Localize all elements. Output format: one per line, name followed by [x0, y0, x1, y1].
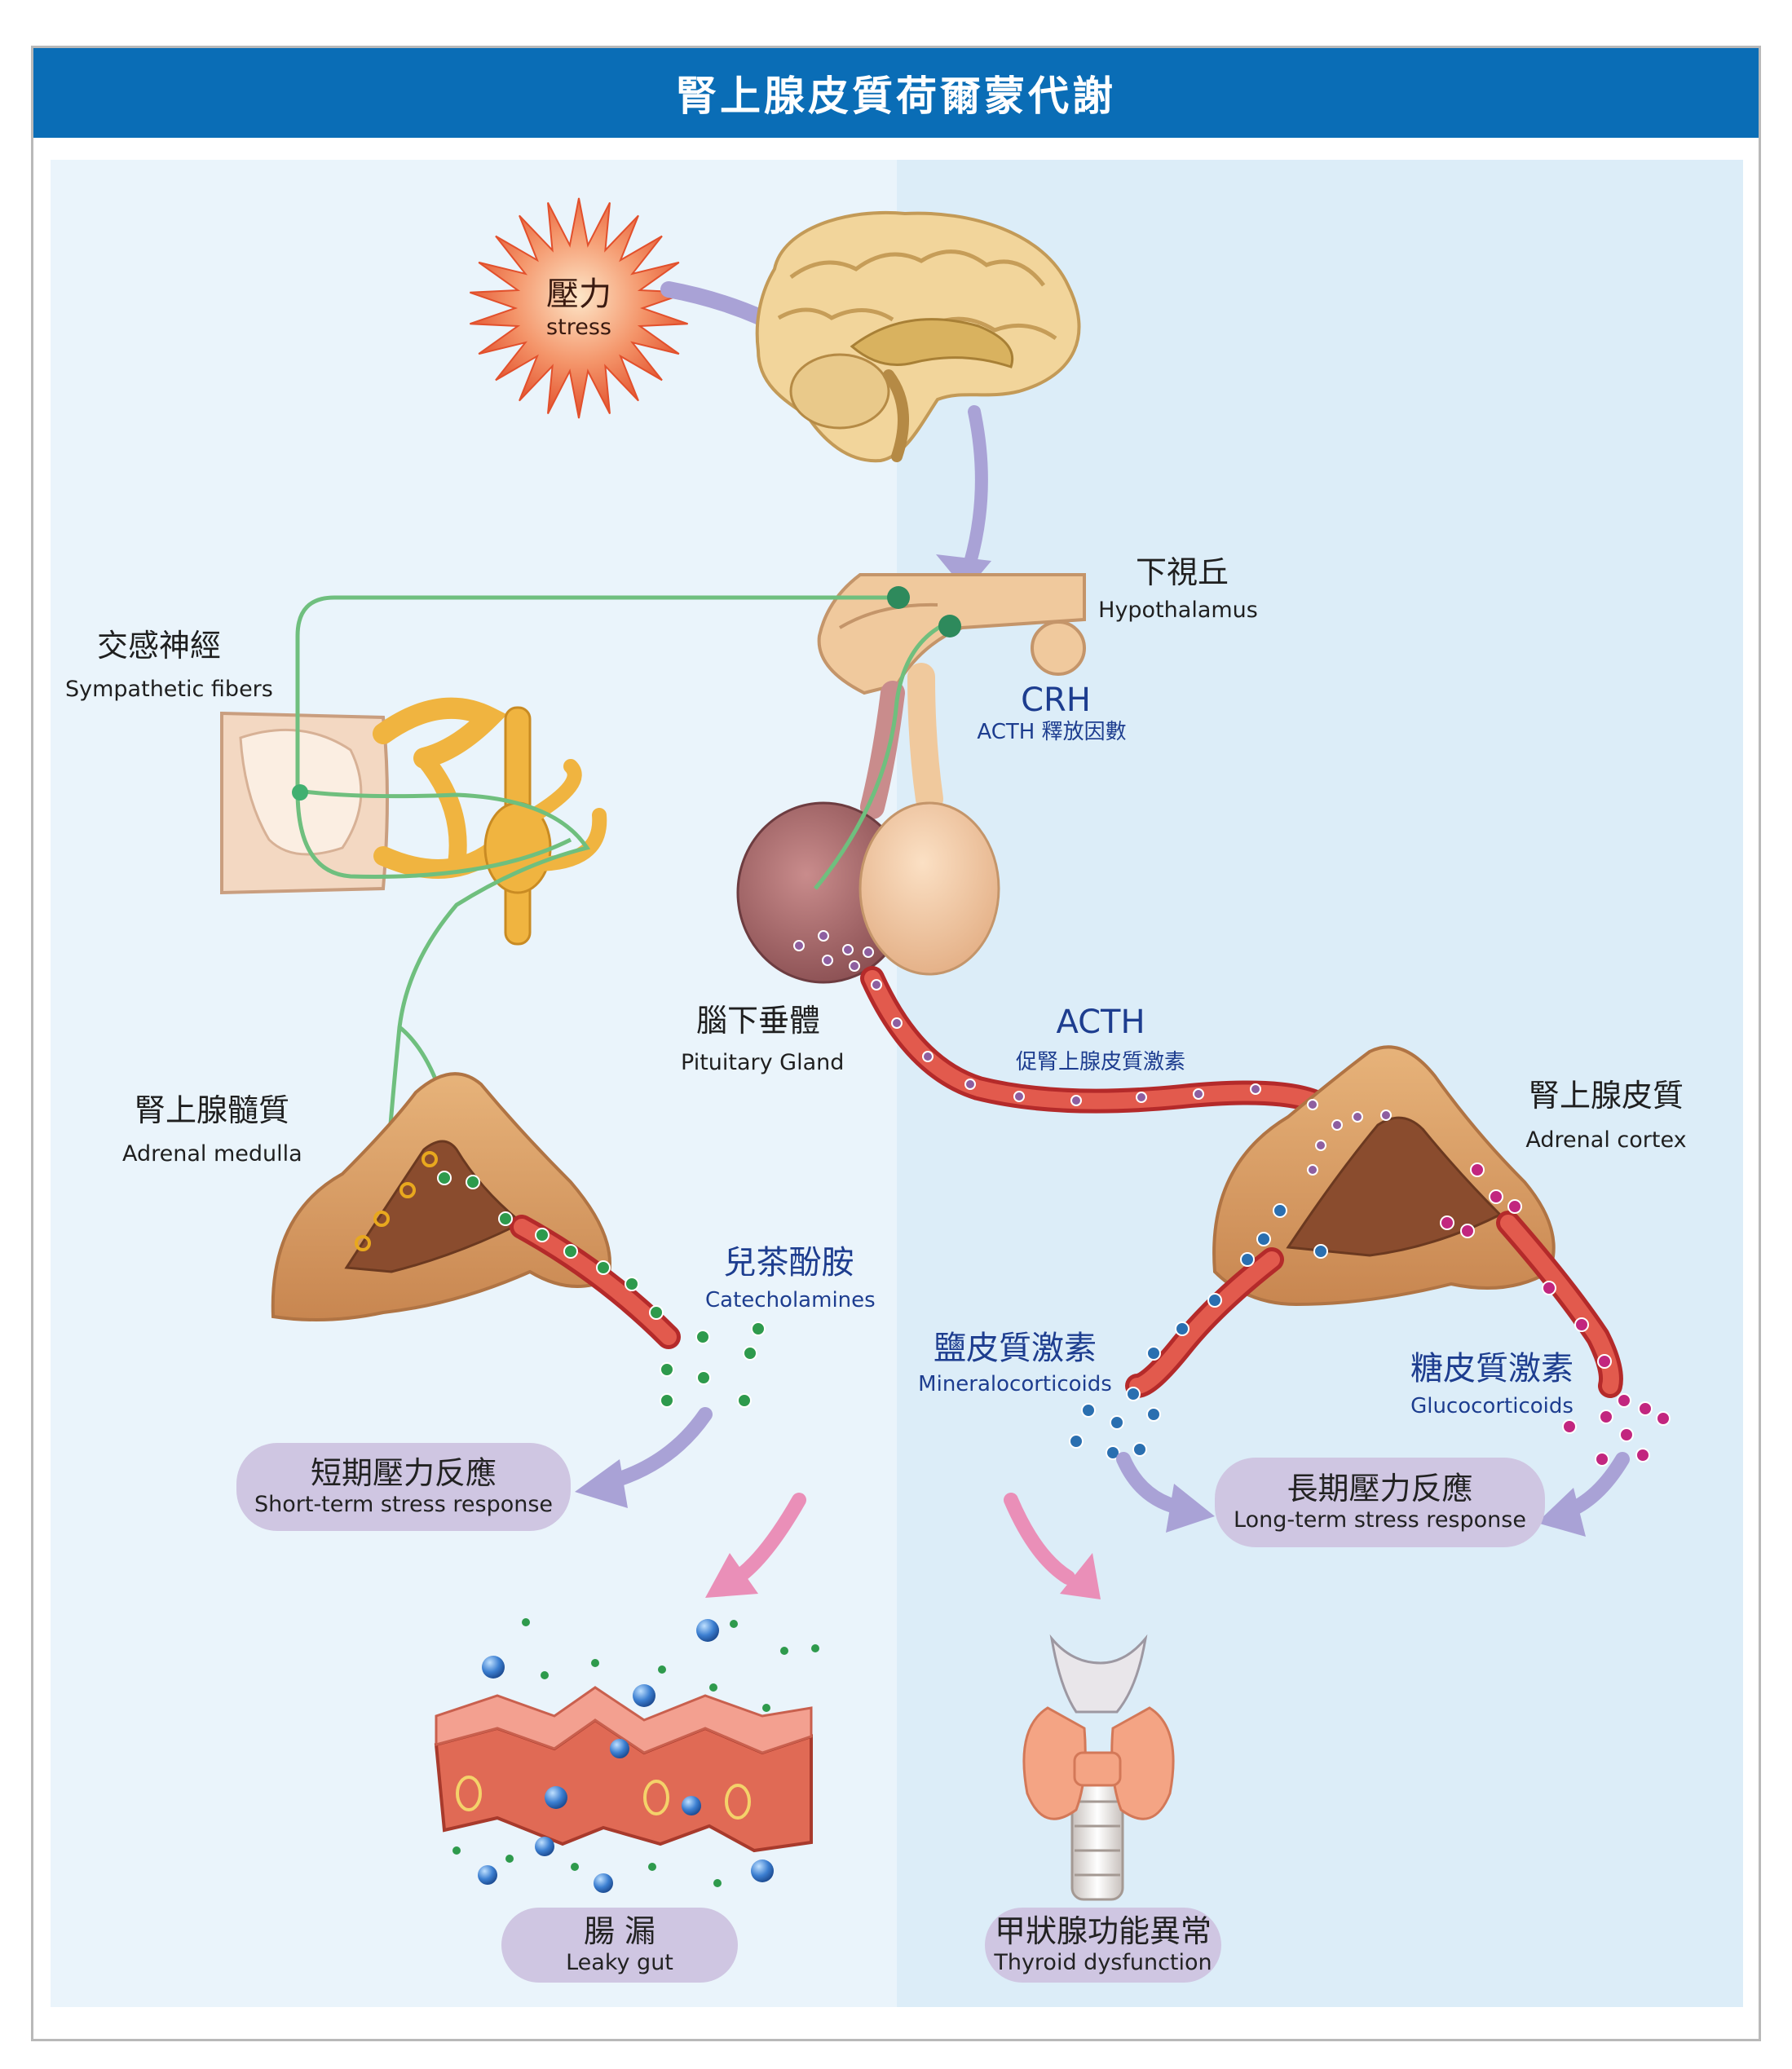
- sympathetic-label-zh: 交感神經: [96, 628, 221, 664]
- glucocorticoids-label-zh: 糖皮質激素: [1410, 1350, 1574, 1387]
- catecholamines-label-en: Catecholamines: [705, 1288, 876, 1312]
- hypothalamus-icon: [817, 573, 1086, 695]
- adrenaline-granules: [355, 1151, 438, 1251]
- intestinal-wall-icon: [434, 1686, 813, 1853]
- arrow-mineralo-to-long-term-head: [1166, 1484, 1215, 1533]
- arrow-brain-to-hypothalamus-head: [936, 554, 991, 591]
- brain-icon: [755, 210, 1081, 463]
- arrow-to-leaky-gut: [730, 1493, 806, 1585]
- crh-description: ACTH 釋放因數: [977, 720, 1127, 744]
- adrenal-medulla-label-zh: 腎上腺髓質: [134, 1092, 289, 1128]
- adrenal-medulla-label-en: Adrenal medulla: [122, 1141, 302, 1167]
- catecholamine-molecules: [437, 1171, 766, 1408]
- arrow-gluco-to-long-term-head: [1537, 1488, 1586, 1537]
- long-term-response-pill: 長期壓力反應 Long-term stress response: [1215, 1458, 1545, 1547]
- leaky-gut-label-en: Leaky gut: [566, 1949, 673, 1975]
- adrenal-cortex-icon: [1125, 1045, 1623, 1398]
- mineralocorticoid-molecules: [1069, 1203, 1328, 1460]
- right-panel-background: [897, 160, 1743, 2007]
- leaky-gut-label-zh: 腸 漏: [583, 1912, 656, 1949]
- mineralocorticoids-label-zh: 鹽皮質激素: [934, 1330, 1097, 1367]
- hypothalamus-neuron-icon: [887, 586, 961, 637]
- thyroid-dysfunction-pill: 甲狀腺功能異常 Thyroid dysfunction: [985, 1908, 1221, 1983]
- gut-particles-small: [452, 1618, 819, 1887]
- nerve-synapse-dot: [292, 784, 308, 801]
- long-term-label-en: Long-term stress response: [1234, 1507, 1526, 1533]
- crh-label: CRH: [1021, 682, 1091, 719]
- sympathetic-ganglion-icon: [483, 706, 607, 946]
- title-bar: 腎上腺皮質荷爾蒙代謝: [33, 48, 1759, 138]
- glucocorticoids-label-en: Glucocorticoids: [1410, 1394, 1574, 1418]
- acth-molecules: [793, 930, 1392, 1176]
- page-title: 腎上腺皮質荷爾蒙代謝: [676, 73, 1116, 120]
- arrow-to-thyroid: [1004, 1493, 1075, 1585]
- thyroid-icon: [1022, 1634, 1175, 1901]
- thyroid-label-en: Thyroid dysfunction: [994, 1949, 1212, 1975]
- long-term-label-zh: 長期壓力反應: [1287, 1470, 1473, 1507]
- adrenal-cortex-label-en: Adrenal cortex: [1525, 1127, 1687, 1153]
- adrenal-cortex-label-zh: 腎上腺皮質: [1528, 1078, 1684, 1114]
- short-term-label-zh: 短期壓力反應: [310, 1454, 497, 1491]
- adrenal-medulla-icon: [271, 1072, 681, 1349]
- acth-label: ACTH: [1056, 1004, 1145, 1041]
- arrow-to-leaky-gut-head: [705, 1553, 758, 1598]
- pituitary-gland-icon: [736, 663, 1000, 984]
- stress-label-zh: 壓力: [546, 276, 611, 313]
- acth-description: 促腎上腺皮質激素: [1015, 1050, 1185, 1074]
- stress-label-en: stress: [546, 315, 611, 340]
- spinal-cord-icon: [220, 697, 515, 895]
- glucocorticoid-molecules: [1440, 1162, 1671, 1467]
- arrow-brain-to-hypothalamus: [964, 405, 988, 569]
- catecholamines-label-zh: 兒茶酚胺: [723, 1244, 854, 1282]
- mineralocorticoids-label-en: Mineralocorticoids: [918, 1372, 1112, 1396]
- arrow-to-thyroid-head: [1060, 1553, 1101, 1599]
- leaky-gut-pill: 腸 漏 Leaky gut: [501, 1908, 738, 1983]
- hypothalamus-label-en: Hypothalamus: [1098, 598, 1258, 623]
- stress-label: 壓力 stress: [505, 267, 652, 340]
- pituitary-label-en: Pituitary Gland: [681, 1050, 845, 1075]
- short-term-label-en: Short-term stress response: [254, 1491, 554, 1517]
- thyroid-label-zh: 甲狀腺功能異常: [994, 1912, 1212, 1949]
- hypothalamus-label-zh: 下視丘: [1135, 554, 1229, 590]
- arrow-to-short-term-head: [575, 1459, 628, 1508]
- stress-burst-icon: [470, 197, 688, 419]
- gut-particles-large: [478, 1619, 774, 1893]
- acth-blood-vessel-inner: [864, 970, 1341, 1121]
- sympathetic-label-en: Sympathetic fibers: [65, 677, 273, 702]
- pituitary-label-zh: 腦下垂體: [695, 1003, 820, 1039]
- short-term-response-pill: 短期壓力反應 Short-term stress response: [236, 1443, 571, 1531]
